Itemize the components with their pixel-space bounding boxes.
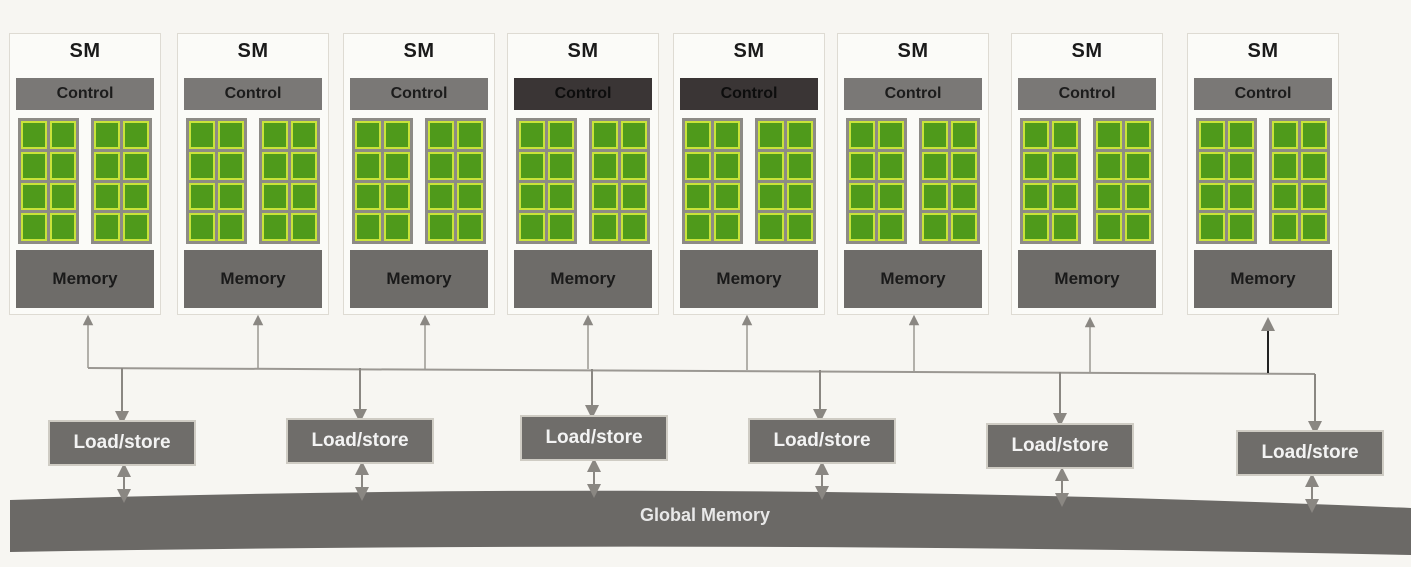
loadstore-to-global-arrows (117, 458, 1319, 513)
control-unit: Control (514, 78, 652, 110)
core-array (516, 118, 650, 244)
control-unit: Control (350, 78, 488, 110)
core-array (1196, 118, 1330, 244)
sm-block: SM Control Memory (1012, 34, 1162, 314)
core-group (682, 118, 743, 244)
core-array (1020, 118, 1154, 244)
global-memory-label: Global Memory (639, 505, 771, 525)
core-group (516, 118, 577, 244)
sm-block: SM Control Memory (838, 34, 988, 314)
core-group (755, 118, 816, 244)
core-group (919, 118, 980, 244)
sm-title: SM (733, 40, 765, 62)
core-array (682, 118, 816, 244)
core-group (91, 118, 152, 244)
sm-title: SM (1071, 40, 1103, 62)
load-store-unit: Load/store (50, 422, 194, 464)
core-array (846, 118, 980, 244)
sm-title: SM (1247, 40, 1279, 62)
shared-memory: Memory (350, 250, 488, 308)
core-group (589, 118, 650, 244)
sm-block: SM Control Memory (674, 34, 824, 314)
shared-memory: Memory (844, 250, 982, 308)
sm-block: SM Control Memory (1188, 34, 1338, 314)
shared-memory: Memory (1194, 250, 1332, 308)
core-group (1269, 118, 1330, 244)
load-store-unit: Load/store (750, 420, 894, 462)
core-group (259, 118, 320, 244)
sm-title: SM (567, 40, 599, 62)
core-group (1093, 118, 1154, 244)
bus-line (87, 367, 1316, 375)
core-group (1196, 118, 1257, 244)
shared-memory: Memory (1018, 250, 1156, 308)
core-group (186, 118, 247, 244)
sm-title: SM (897, 40, 929, 62)
control-unit: Control (1194, 78, 1332, 110)
shared-memory: Memory (16, 250, 154, 308)
sm-arrows (82, 314, 1275, 373)
core-array (186, 118, 320, 244)
sm-block: SM Control Memory (178, 34, 328, 314)
control-unit: Control (844, 78, 982, 110)
sm-block: SM Control Memory (344, 34, 494, 314)
sm-title: SM (69, 40, 101, 62)
shared-memory: Memory (514, 250, 652, 308)
sm-title: SM (403, 40, 435, 62)
control-unit: Control (16, 78, 154, 110)
shared-memory: Memory (184, 250, 322, 308)
load-store-unit: Load/store (522, 417, 666, 459)
core-group (352, 118, 413, 244)
load-store-unit: Load/store (988, 425, 1132, 467)
control-unit: Control (1018, 78, 1156, 110)
core-array (18, 118, 152, 244)
core-group (425, 118, 486, 244)
sm-block: SM Control Memory (508, 34, 658, 314)
sm-block: SM Control Memory (10, 34, 160, 314)
shared-memory: Memory (680, 250, 818, 308)
load-store-unit: Load/store (288, 420, 432, 462)
sm-title: SM (237, 40, 269, 62)
core-group (846, 118, 907, 244)
core-group (18, 118, 79, 244)
control-unit: Control (184, 78, 322, 110)
core-array (352, 118, 486, 244)
load-store-unit: Load/store (1238, 432, 1382, 474)
control-unit: Control (680, 78, 818, 110)
bus-to-loadstore-arrows (115, 368, 1322, 435)
core-group (1020, 118, 1081, 244)
